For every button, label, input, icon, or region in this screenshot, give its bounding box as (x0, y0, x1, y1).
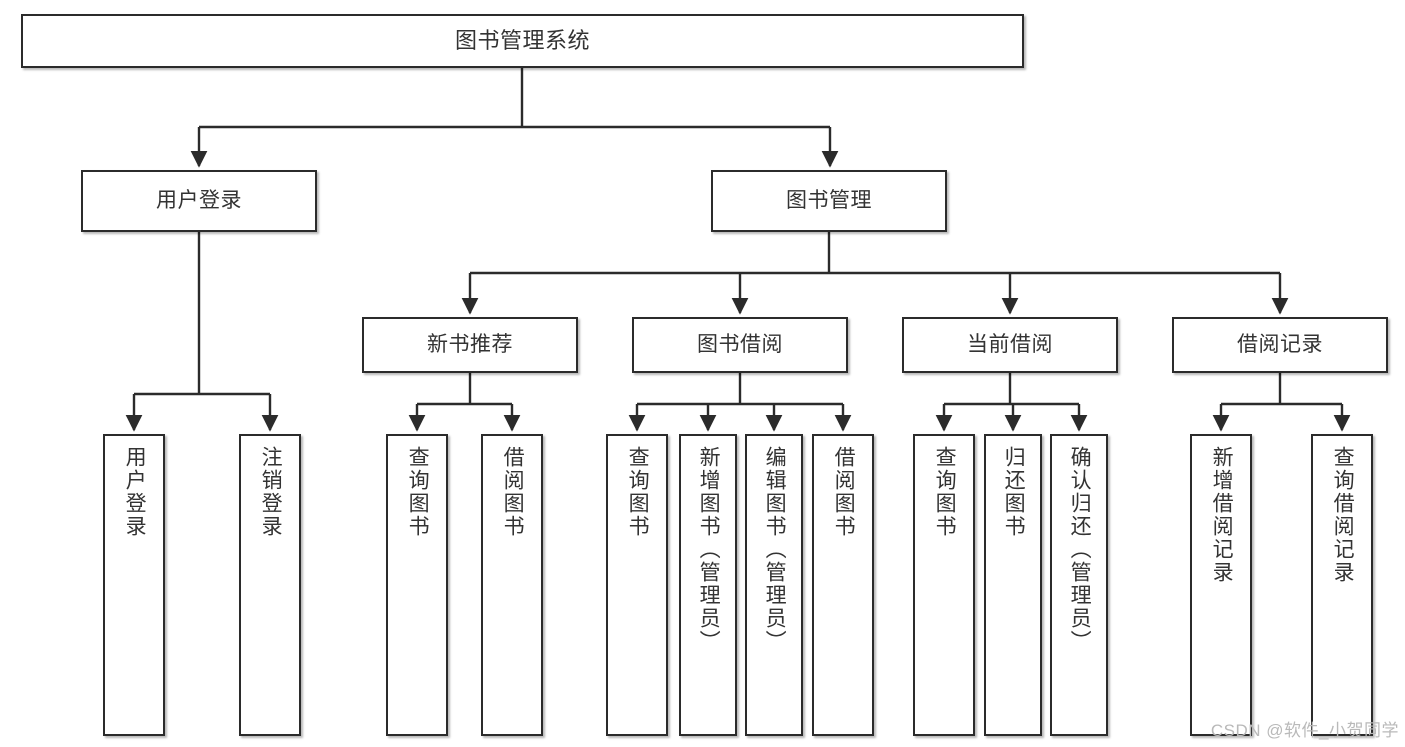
node-leaf-borrow-book-label: 借阅图书 (832, 446, 856, 538)
node-leaf-query-book-rec-label: 查询图书 (406, 446, 430, 538)
node-leaf-add-book-admin-label: 新增图书（管理员） (697, 446, 721, 653)
node-leaf-query-book-borrow-label: 查询图书 (626, 446, 650, 538)
node-current-borrow[interactable]: 当前借阅 (902, 317, 1118, 373)
node-leaf-query-book-rec[interactable]: 查询图书 (386, 434, 448, 736)
node-leaf-confirm-return-admin-label: 确认归还（管理员） (1068, 446, 1092, 653)
node-leaf-edit-book-admin[interactable]: 编辑图书（管理员） (745, 434, 803, 736)
node-leaf-return-book-label: 归还图书 (1002, 446, 1026, 538)
node-leaf-query-borrow-record-label: 查询借阅记录 (1331, 446, 1355, 584)
node-leaf-query-borrow-record[interactable]: 查询借阅记录 (1311, 434, 1373, 736)
node-new-book-rec[interactable]: 新书推荐 (362, 317, 578, 373)
node-leaf-add-book-admin[interactable]: 新增图书（管理员） (679, 434, 737, 736)
node-borrow-record[interactable]: 借阅记录 (1172, 317, 1388, 373)
node-leaf-query-book-current[interactable]: 查询图书 (913, 434, 975, 736)
node-leaf-query-book-current-label: 查询图书 (933, 446, 957, 538)
node-root[interactable]: 图书管理系统 (21, 14, 1024, 68)
node-book-manage-label: 图书管理 (786, 188, 872, 212)
node-new-book-rec-label: 新书推荐 (427, 332, 513, 356)
node-book-borrow[interactable]: 图书借阅 (632, 317, 848, 373)
node-root-label: 图书管理系统 (454, 28, 590, 54)
node-book-manage[interactable]: 图书管理 (711, 170, 947, 232)
node-book-borrow-label: 图书借阅 (697, 332, 783, 356)
node-leaf-add-borrow-record-label: 新增借阅记录 (1210, 446, 1234, 584)
node-user-login[interactable]: 用户登录 (81, 170, 317, 232)
node-leaf-return-book[interactable]: 归还图书 (984, 434, 1042, 736)
node-leaf-borrow-book-rec-label: 借阅图书 (501, 446, 525, 538)
node-user-login-label: 用户登录 (156, 188, 242, 212)
node-leaf-user-logout[interactable]: 注销登录 (239, 434, 301, 736)
node-leaf-borrow-book[interactable]: 借阅图书 (812, 434, 874, 736)
node-leaf-edit-book-admin-label: 编辑图书（管理员） (763, 446, 787, 653)
node-leaf-user-login-label: 用户登录 (123, 446, 147, 538)
node-leaf-confirm-return-admin[interactable]: 确认归还（管理员） (1050, 434, 1108, 736)
watermark: CSDN @软件_小贺同学 (1210, 721, 1399, 740)
node-leaf-user-login[interactable]: 用户登录 (103, 434, 165, 736)
node-leaf-user-logout-label: 注销登录 (259, 446, 283, 538)
node-leaf-add-borrow-record[interactable]: 新增借阅记录 (1190, 434, 1252, 736)
node-current-borrow-label: 当前借阅 (967, 332, 1053, 356)
node-leaf-query-book-borrow[interactable]: 查询图书 (606, 434, 668, 736)
node-leaf-borrow-book-rec[interactable]: 借阅图书 (481, 434, 543, 736)
node-borrow-record-label: 借阅记录 (1237, 332, 1323, 356)
